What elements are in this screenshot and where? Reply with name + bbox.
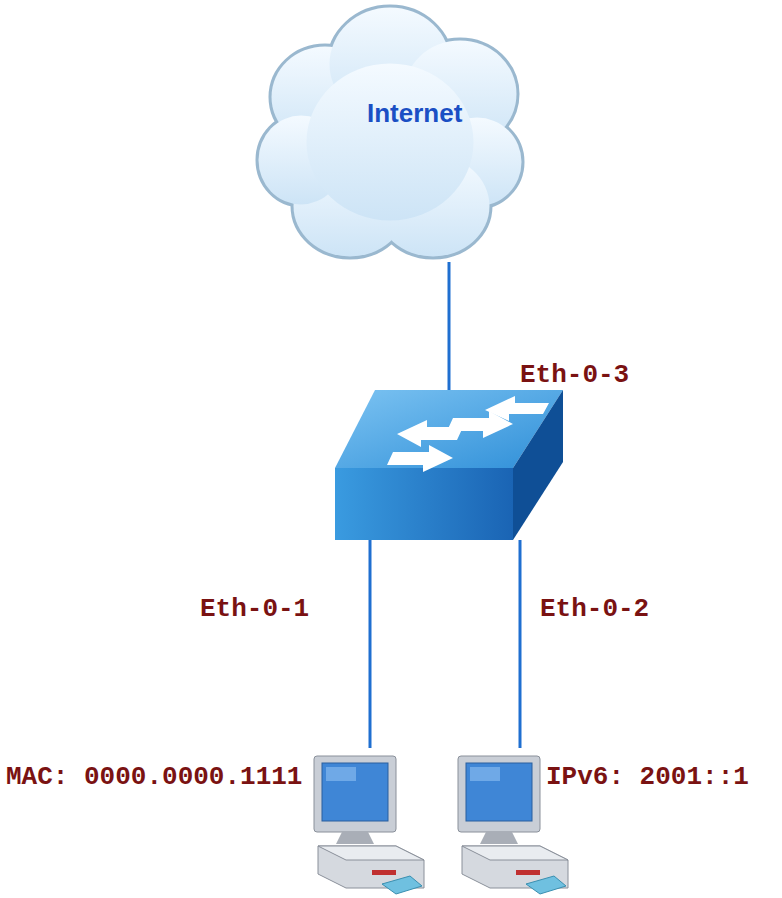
internet-cloud: Internet (255, 2, 525, 262)
host-address: MAC: 0000.0000.1111 (6, 762, 302, 792)
host-address: IPv6: 2001::1 (546, 762, 749, 792)
cloud-icon (255, 2, 525, 262)
host-computer: IPv6: 2001::1 (456, 748, 571, 895)
network-link (448, 262, 451, 390)
pc-icon (312, 748, 427, 895)
network-switch (335, 390, 563, 540)
host-computer: MAC: 0000.0000.1111 (312, 748, 427, 895)
cloud-label: Internet (367, 98, 462, 129)
network-link (369, 540, 372, 748)
port-label: Eth-0-2 (540, 594, 649, 624)
port-label: Eth-0-3 (520, 360, 629, 390)
network-link (519, 540, 522, 748)
switch-icon (335, 390, 563, 540)
port-label: Eth-0-1 (200, 594, 309, 624)
